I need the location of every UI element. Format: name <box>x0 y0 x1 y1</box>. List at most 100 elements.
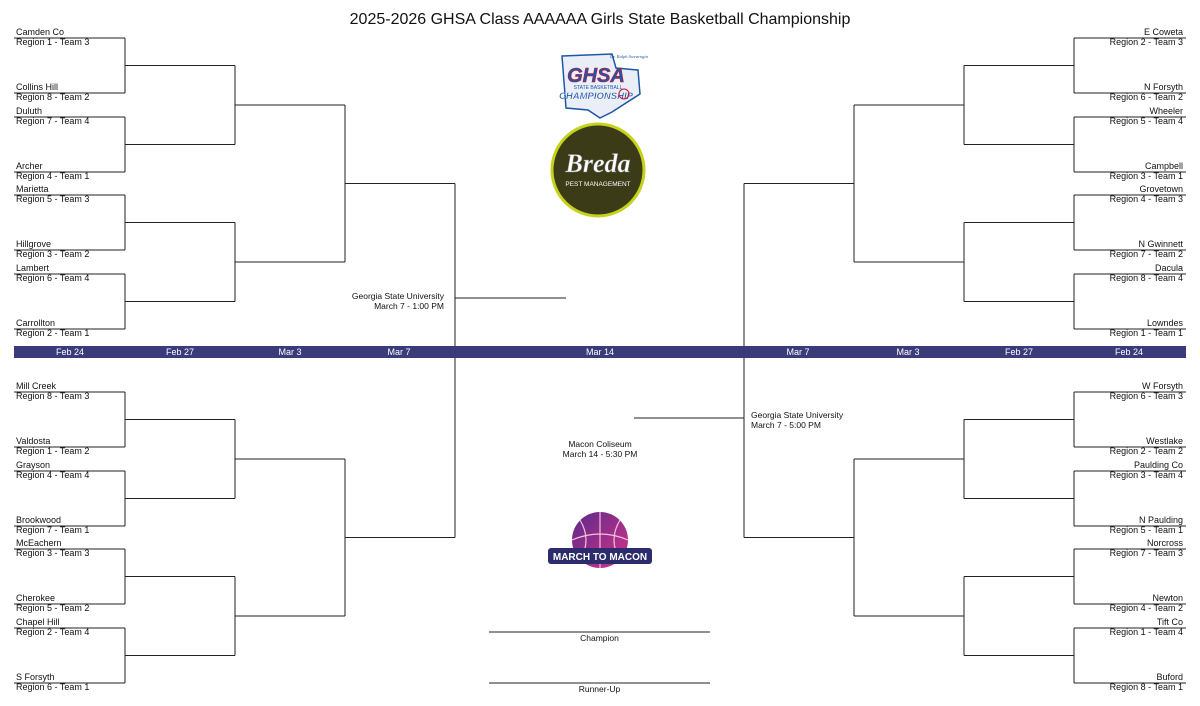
semifinal-right-venue: Georgia State University <box>751 410 844 420</box>
team-name: Newton <box>1152 593 1183 603</box>
final-time: March 14 - 5:30 PM <box>562 449 638 459</box>
team-seed: Region 3 - Team 3 <box>16 548 90 558</box>
semifinal-left-time: March 7 - 1:00 PM <box>374 301 444 311</box>
team-name: Marietta <box>16 184 49 194</box>
semifinal-right-label: Georgia State University March 7 - 5:00 … <box>751 410 843 430</box>
ghsa-championship-logo: Dr. Ralph Swearngin GHSA STATE BASKETBAL… <box>559 53 649 119</box>
round-date: Mar 7 <box>786 347 810 357</box>
team-seed: Region 4 - Team 1 <box>16 171 90 181</box>
march-to-macon-logo: MARCH TO MACON <box>548 512 652 568</box>
team-name: Collins Hill <box>16 82 59 92</box>
round-date: Feb 24 <box>55 347 85 357</box>
team-name: Cherokee <box>16 593 56 603</box>
semifinal-right-time: March 7 - 5:00 PM <box>751 420 821 430</box>
team-name: Buford <box>1156 672 1183 682</box>
team-seed: Region 7 - Team 2 <box>1109 249 1183 259</box>
team-seed: Region 8 - Team 2 <box>16 92 90 102</box>
team-seed: Region 3 - Team 1 <box>1109 171 1183 181</box>
team-name: McEachern <box>16 538 62 548</box>
team-seed: Region 2 - Team 1 <box>16 328 90 338</box>
breda-pest-management-logo: Breda PEST MANAGEMENT <box>550 122 646 218</box>
team-seed: Region 8 - Team 1 <box>1109 682 1183 692</box>
team-name: S Forsyth <box>16 672 55 682</box>
team-seed: Region 3 - Team 2 <box>16 249 90 259</box>
team-name: E Coweta <box>1143 27 1183 37</box>
team-seed: Region 2 - Team 4 <box>16 627 90 637</box>
breda-logo-text: Breda <box>565 149 631 178</box>
page-title: 2025-2026 GHSA Class AAAAAA Girls State … <box>349 11 851 28</box>
team-seed: Region 2 - Team 2 <box>1109 446 1183 456</box>
final-venue: Macon Coliseum <box>568 439 632 449</box>
team-name: Chapel Hill <box>16 617 60 627</box>
team-seed: Region 8 - Team 4 <box>1109 273 1183 283</box>
team-name: Tift Co <box>1156 617 1183 627</box>
round-date: Feb 27 <box>1004 347 1034 357</box>
team-name: Norcross <box>1146 538 1183 548</box>
ghsa-logo-sponsor: Dr. Ralph Swearngin <box>609 54 649 59</box>
round-date: Mar 14 <box>585 347 615 357</box>
team-name: Valdosta <box>16 436 51 446</box>
team-seed: Region 6 - Team 1 <box>16 682 90 692</box>
team-seed: Region 4 - Team 2 <box>1109 603 1183 613</box>
team-seed: Region 4 - Team 4 <box>16 470 90 480</box>
round-date: Mar 3 <box>896 347 920 357</box>
team-seed: Region 4 - Team 3 <box>1109 194 1183 204</box>
team-seed: Region 3 - Team 4 <box>1109 470 1183 480</box>
round-date: Mar 3 <box>278 347 302 357</box>
team-name: Duluth <box>16 106 43 116</box>
team-seed: Region 5 - Team 1 <box>1109 525 1183 535</box>
team-name: Dacula <box>1154 263 1183 273</box>
team-name: Campbell <box>1144 161 1183 171</box>
team-name: Hillgrove <box>16 239 52 249</box>
ghsa-logo-text: GHSA <box>567 65 625 87</box>
semifinal-left-venue: Georgia State University <box>351 291 444 301</box>
round-date: Feb 27 <box>165 347 195 357</box>
final-label: Macon Coliseum March 14 - 5:30 PM <box>540 439 660 459</box>
team-name: N Forsyth <box>1143 82 1183 92</box>
team-name: N Paulding <box>1138 515 1183 525</box>
team-name: Grovetown <box>1139 184 1183 194</box>
team-seed: Region 7 - Team 3 <box>1109 548 1183 558</box>
team-name: Westlake <box>1146 436 1183 446</box>
team-seed: Region 7 - Team 1 <box>16 525 90 535</box>
team-name: Paulding Co <box>1133 460 1183 470</box>
team-name: Lambert <box>16 263 50 273</box>
team-seed: Region 6 - Team 2 <box>1109 92 1183 102</box>
semifinal-left-label: Georgia State University March 7 - 1:00 … <box>340 291 444 311</box>
team-name: Mill Creek <box>16 381 57 391</box>
team-seed: Region 1 - Team 4 <box>1109 627 1183 637</box>
team-name: Carrollton <box>16 318 56 328</box>
macon-logo-text: MARCH TO MACON <box>553 552 647 563</box>
team-seed: Region 5 - Team 3 <box>16 194 90 204</box>
champion-label: Champion <box>580 633 619 643</box>
breda-logo-sub: PEST MANAGEMENT <box>565 181 630 188</box>
team-name: Brookwood <box>16 515 62 525</box>
team-seed: Region 5 - Team 4 <box>1109 116 1183 126</box>
team-seed: Region 8 - Team 3 <box>16 391 90 401</box>
